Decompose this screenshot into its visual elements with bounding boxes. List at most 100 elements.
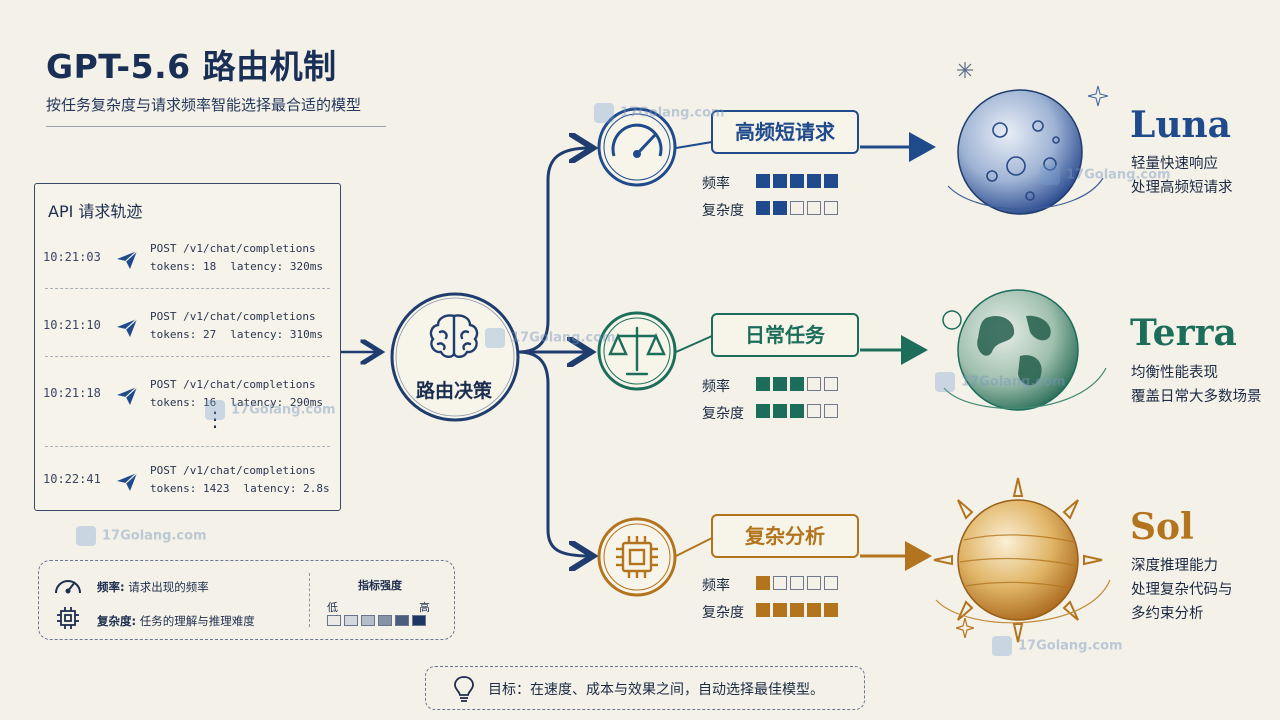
- lightbulb-icon: [454, 676, 474, 702]
- strength-scale: [327, 615, 426, 626]
- strength-swatch: [361, 615, 375, 626]
- meter-cell: [824, 404, 838, 418]
- freq-label: 频率: [702, 379, 730, 395]
- meter-cell: [790, 576, 804, 590]
- sun-illustration: [933, 477, 1111, 643]
- page-title: GPT-5.6 路由机制: [46, 47, 337, 86]
- watermark: 17Golang.com: [76, 526, 207, 546]
- model-desc-line: 覆盖日常大多数场景: [1131, 389, 1262, 405]
- legend-divider: [309, 573, 310, 627]
- log-latency: latency: 310ms: [230, 328, 323, 341]
- log-time: 10:21:03: [43, 250, 101, 264]
- meter-cell: [807, 201, 821, 215]
- freq-meter: [756, 174, 838, 188]
- log-latency: latency: 320ms: [230, 260, 323, 273]
- meter-cell: [756, 603, 770, 617]
- meter-cell: [790, 404, 804, 418]
- brain-icon: [429, 314, 479, 358]
- legend-complexity: 复杂度: 任务的理解与推理难度: [97, 613, 255, 629]
- meter-cell: [773, 201, 787, 215]
- legend-complexity-key: 复杂度:: [97, 614, 137, 628]
- freq-label: 频率: [702, 578, 730, 594]
- meter-cell: [773, 377, 787, 391]
- meter-cell: [756, 404, 770, 418]
- watermark-logo-icon: [935, 372, 955, 392]
- complexity-meter: [756, 404, 838, 418]
- goal-text: 目标：在速度、成本与效果之间，自动选择最佳模型。: [488, 682, 824, 698]
- log-separator: [45, 446, 330, 447]
- title-divider: [46, 126, 386, 127]
- route-label-complex: 复杂分析: [711, 514, 859, 558]
- paper-plane-icon: [117, 250, 138, 269]
- meter-cell: [824, 174, 838, 188]
- goal-box: 目标：在速度、成本与效果之间，自动选择最佳模型。: [425, 666, 865, 710]
- earth-illustration: [942, 289, 1107, 411]
- log-entry: 10:21:03 POST /v1/chat/completions token…: [35, 240, 340, 288]
- log-separator: [45, 288, 330, 289]
- model-desc-terra: 均衡性能表现 覆盖日常大多数场景: [1131, 361, 1262, 409]
- watermark: 17Golang.com: [594, 103, 725, 123]
- log-time: 10:21:18: [43, 386, 101, 400]
- model-desc-luna: 轻量快速响应 处理高频短请求: [1131, 152, 1233, 200]
- watermark-logo-icon: [205, 400, 225, 420]
- watermark: 17Golang.com: [992, 636, 1123, 656]
- log-tokens: tokens: 27: [150, 328, 217, 341]
- freq-meter: [756, 377, 838, 391]
- meter-cell: [807, 377, 821, 391]
- route-label-daily: 日常任务: [711, 313, 859, 357]
- model-name-terra: Terra: [1130, 312, 1237, 354]
- log-request: POST /v1/chat/completions: [150, 378, 316, 391]
- log-request: POST /v1/chat/completions: [150, 464, 316, 477]
- paper-plane-icon: [117, 472, 138, 491]
- router-label: 路由决策: [415, 380, 492, 402]
- strength-low-label: 低: [327, 601, 338, 614]
- log-tokens: tokens: 1423: [150, 482, 230, 495]
- log-entry: 10:21:10 POST /v1/chat/completions token…: [35, 308, 340, 356]
- log-request: POST /v1/chat/completions: [150, 310, 316, 323]
- cpu-chip-icon: [57, 607, 79, 629]
- meter-cell: [773, 404, 787, 418]
- meter-cell: [773, 174, 787, 188]
- meter-cell: [756, 201, 770, 215]
- log-metrics: tokens: 27 latency: 310ms: [150, 328, 337, 341]
- log-latency: latency: 290ms: [230, 396, 323, 409]
- meter-cell: [756, 174, 770, 188]
- complexity-label: 复杂度: [702, 605, 744, 621]
- log-time: 10:22:41: [43, 472, 101, 486]
- complexity-meter: [756, 201, 838, 215]
- speedometer-icon: [597, 107, 677, 187]
- meter-cell: [773, 576, 787, 590]
- strength-scale-title: 指标强度: [358, 579, 402, 592]
- meter-cell: [790, 174, 804, 188]
- cpu-chip-icon: [597, 517, 677, 597]
- api-log-title: API 请求轨迹: [48, 202, 143, 221]
- meter-cell: [807, 576, 821, 590]
- model-name-luna: Luna: [1130, 104, 1231, 146]
- speedometer-icon: [55, 580, 81, 594]
- log-request: POST /v1/chat/completions: [150, 242, 316, 255]
- model-desc-line: 均衡性能表现: [1131, 365, 1218, 381]
- complexity-label: 复杂度: [702, 203, 744, 219]
- paper-plane-icon: [117, 386, 138, 405]
- legend-frequency: 频率: 请求出现的频率: [97, 579, 209, 595]
- watermark-logo-icon: [594, 103, 614, 123]
- strength-swatch: [327, 615, 341, 626]
- legend-frequency-key: 频率:: [97, 580, 125, 594]
- meter-cell: [824, 201, 838, 215]
- model-desc-line: 轻量快速响应: [1131, 156, 1218, 172]
- freq-label: 频率: [702, 176, 730, 192]
- meter-cell: [790, 201, 804, 215]
- scales-icon: [597, 311, 677, 391]
- meter-cell: [824, 576, 838, 590]
- meter-cell: [790, 603, 804, 617]
- model-name-sol: Sol: [1130, 506, 1194, 548]
- watermark-logo-icon: [992, 636, 1012, 656]
- strength-swatch: [395, 615, 409, 626]
- page-subtitle: 按任务复杂度与请求频率智能选择最合适的模型: [46, 96, 362, 114]
- model-desc-line: 处理高频短请求: [1131, 180, 1233, 196]
- meter-cell: [807, 603, 821, 617]
- legend-panel: 频率: 请求出现的频率 复杂度: 任务的理解与推理难度 指标强度 低 高: [38, 560, 455, 640]
